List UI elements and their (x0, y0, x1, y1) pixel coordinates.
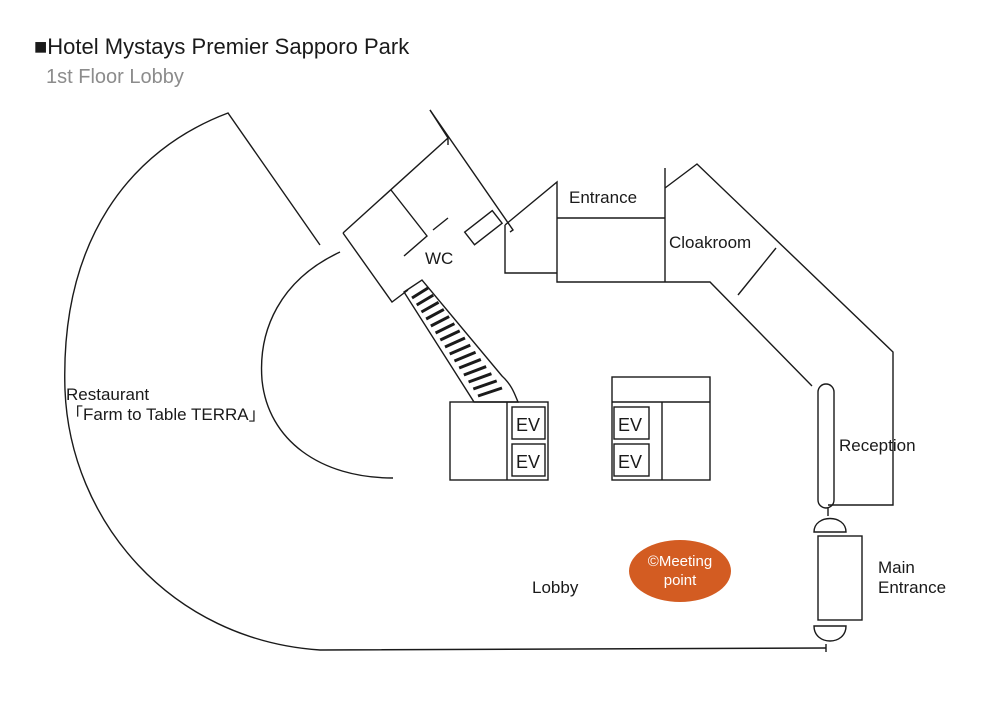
main-entrance-label: Main (878, 558, 915, 577)
floor-subtitle: 1st Floor Lobby (46, 66, 184, 88)
meeting-point-label-2: point (664, 572, 697, 589)
stair-step (444, 336, 466, 349)
elevator-bank-left (449, 401, 549, 481)
wc-right-wall (429, 109, 514, 233)
meeting-point-marker (629, 540, 731, 602)
stair-step (468, 372, 492, 384)
elevator-label: EV (516, 452, 540, 472)
restaurant-label: Restaurant (66, 385, 149, 404)
stair-step (411, 286, 429, 300)
stair-step (430, 315, 450, 328)
entrance-walls (504, 168, 666, 283)
main-entrance-lower-door (813, 625, 847, 642)
elevator-bank-right (611, 376, 711, 481)
map-title: ■Hotel Mystays Premier Sapporo Park (34, 34, 410, 59)
stair-step (458, 358, 482, 370)
main-entrance-upper-door (813, 517, 847, 533)
stair-step (453, 350, 477, 363)
elevator-label: EV (618, 452, 642, 472)
cloakroom-walls (664, 163, 894, 506)
wc-label: WC (425, 249, 453, 268)
staircase (403, 279, 520, 403)
lobby-label: Lobby (532, 578, 579, 597)
meeting-point-label: ©Meeting (648, 553, 712, 570)
wc-partitions (390, 189, 449, 257)
elevator-label: EV (516, 415, 540, 435)
stair-step (415, 293, 435, 307)
entrance-label: Entrance (569, 188, 637, 207)
elevator-label: EV (618, 415, 642, 435)
stair-step (425, 308, 445, 321)
main-entrance-wall (825, 508, 829, 652)
stair-step (449, 343, 471, 356)
restaurant-outer-wall (64, 112, 827, 651)
stair-step (439, 329, 461, 342)
reception-counter (817, 383, 835, 509)
stair-step (434, 322, 456, 335)
restaurant-name-label: 「Farm to Table TERRA」 (66, 405, 266, 424)
reception-label: Reception (839, 436, 916, 455)
main-entrance-vestibule (817, 535, 863, 621)
cloakroom-label: Cloakroom (669, 233, 751, 252)
wc-walls (342, 109, 449, 303)
restaurant-inner-wall (260, 251, 394, 479)
stair-step (463, 365, 487, 377)
stair-step (420, 300, 440, 314)
main-entrance-label-2: Entrance (878, 578, 946, 597)
stair-step (472, 379, 498, 391)
wc-cabinet (463, 209, 504, 246)
stair-step (477, 386, 503, 398)
